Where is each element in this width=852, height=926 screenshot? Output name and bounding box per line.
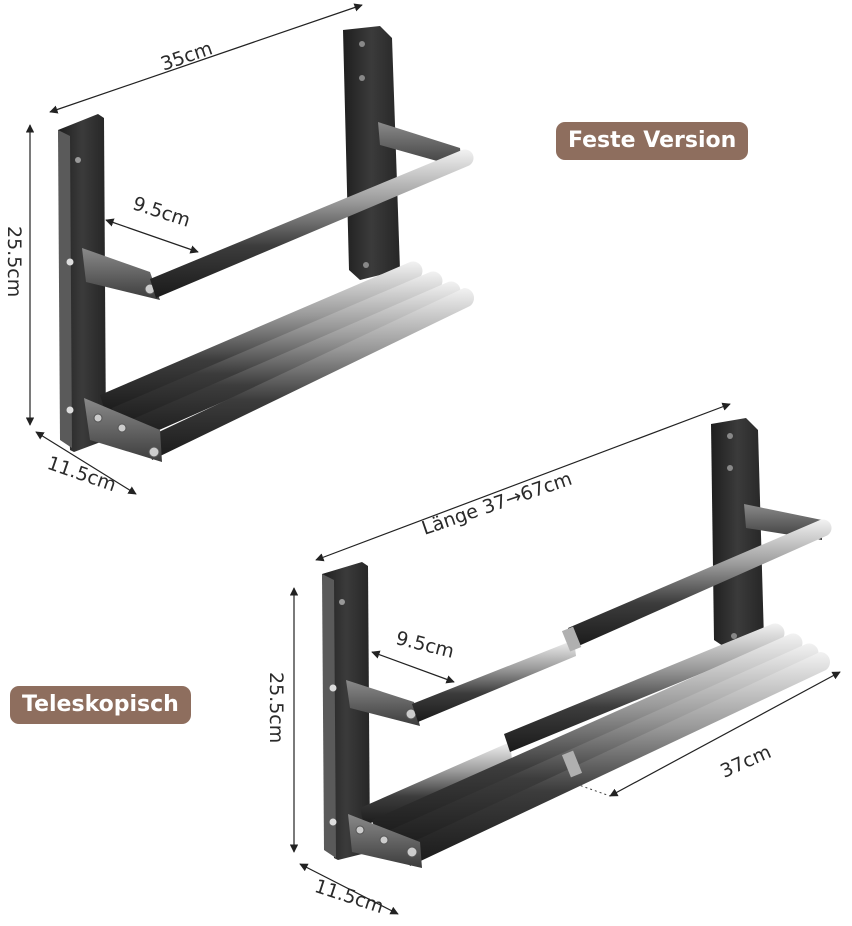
telescopic-height-label: 25.5cm — [265, 672, 287, 743]
fixed-depth-label: 11.5cm — [44, 452, 119, 496]
telescopic-min-length-label: 37cm — [717, 741, 774, 783]
fixed-dimensions — [25, 3, 363, 495]
fixed-shelf — [58, 26, 474, 462]
telescopic-spacing-label: 9.5cm — [394, 627, 457, 663]
telescopic-dimensions — [289, 402, 841, 915]
telescopic-badge: Teleskopisch — [10, 686, 191, 724]
back-plate — [711, 418, 764, 648]
back-plate — [343, 26, 400, 280]
fixed-height-label: 25.5cm — [3, 226, 25, 297]
telescopic-depth-label: 11.5cm — [312, 875, 387, 918]
telescopic-length-label: Länge 37→67cm — [419, 468, 575, 540]
fixed-spacing-label: 9.5cm — [130, 193, 193, 232]
fixed-width-label: 35cm — [158, 37, 215, 75]
fixed-version-badge: Feste Version — [556, 122, 749, 160]
